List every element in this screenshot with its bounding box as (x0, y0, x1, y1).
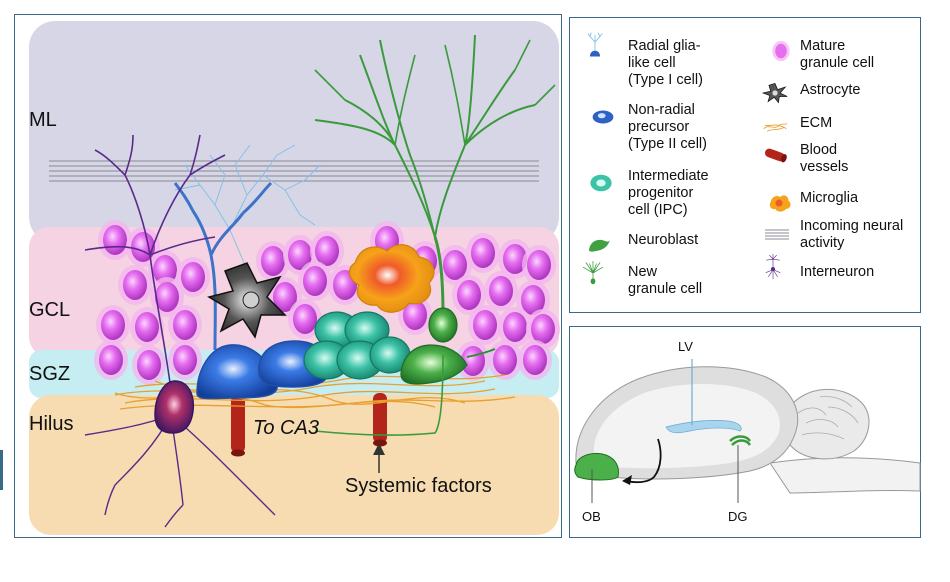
legend-new-granule-cell-label: New granule cell (628, 264, 703, 297)
legend-microglia-label: Microglia (800, 190, 859, 206)
legend-non-radial-precursor-label: Non-radial precursor (Type II cell) (628, 102, 707, 152)
intermediate-progenitor-cells (303, 311, 411, 380)
astrocyte-processes (174, 144, 321, 266)
mature-granule-cell (457, 280, 481, 310)
legend-interneuron: Interneuron (800, 264, 874, 281)
legend-mature-granule-cell-label: Mature granule cell (800, 38, 875, 71)
mature-granule-cell (288, 240, 312, 270)
astrocyte (207, 262, 287, 339)
ob-label: OB (582, 509, 601, 524)
legend-microglia: Microglia (800, 190, 858, 207)
legend-neuroblast: Neuroblast (628, 232, 698, 249)
mature-granule-cell (131, 232, 155, 262)
mature-granule-cell (315, 236, 339, 266)
blood-vessel-icon (764, 148, 787, 163)
legend-interneuron-label: Interneuron (800, 264, 875, 280)
mature-granule-cell (261, 246, 285, 276)
new-granule-cell-icon (582, 261, 604, 285)
legend-non-radial-precursor: Non-radial precursor (Type II cell) (628, 102, 707, 153)
mature-granule-cell-icon (772, 40, 790, 62)
dg-label: DG (728, 509, 748, 524)
mature-granule-cell (403, 300, 427, 330)
lv-label: LV (678, 339, 693, 354)
legend-astrocyte-label: Astrocyte (800, 82, 861, 98)
hilus-layer-label: Hilus (29, 413, 74, 435)
mature-granule-cell (181, 262, 205, 292)
neurogenic-niche-panel: ML GCL SGZ Hilus To CA3 Systemic factors (14, 14, 562, 538)
blood-vessels (231, 393, 387, 457)
niche-illustration (29, 21, 560, 535)
new-granule-cell (314, 34, 556, 436)
systemic-factors-label: Systemic factors (345, 475, 492, 497)
mature-granule-cell (493, 345, 517, 375)
mature-granule-cell (443, 250, 467, 280)
mature-granule-cell (523, 345, 547, 375)
sgz-layer-label: SGZ (29, 363, 71, 385)
mature-granule-cell (489, 276, 513, 306)
mature-granule-cell (173, 310, 197, 340)
legend-neural-activity: Incoming neural activity (800, 218, 903, 252)
mature-granule-cell (527, 250, 551, 280)
legend-neuroblast-label: Neuroblast (628, 232, 699, 248)
to-ca3-label: To CA3 (253, 417, 319, 439)
mature-granule-cell (273, 282, 297, 312)
interneuron-icon (765, 254, 781, 279)
legend-panel: Radial glia- like cell (Type I cell) Non… (569, 17, 921, 313)
mature-granule-cell (471, 238, 495, 268)
legend-radial-glia: Radial glia- like cell (Type I cell) (628, 38, 703, 89)
edge-marker (0, 450, 3, 490)
ml-layer (29, 21, 559, 243)
legend-ipc-label: Intermediate progenitor cell (IPC) (628, 168, 709, 218)
systemic-factors-arrow (373, 443, 385, 473)
mature-granule-cell (503, 244, 527, 274)
mature-granule-cell (503, 312, 527, 342)
mature-granule-cell (103, 225, 127, 255)
mature-granule-cell (155, 282, 179, 312)
neural-activity-icon (765, 229, 789, 240)
ecm-icon (763, 123, 788, 132)
mature-granule-cell (173, 345, 197, 375)
mature-granule-cell (303, 266, 327, 296)
legend-ecm: ECM (800, 115, 832, 132)
radial-glia-icon (587, 32, 603, 57)
legend-radial-glia-label: Radial glia- like cell (Type I cell) (628, 38, 703, 88)
mature-granule-cell (123, 270, 147, 300)
mature-granule-cell (135, 312, 159, 342)
non-radial-precursor-icon (592, 110, 614, 124)
legend-blood-vessels-label: Blood vessels (800, 142, 849, 175)
sagittal-brain-illustration (574, 359, 921, 503)
radial-glia-like-cell (173, 181, 278, 400)
astrocyte-icon (762, 83, 788, 104)
legend-ecm-label: ECM (800, 115, 833, 131)
mature-granule-cell (293, 304, 317, 334)
mature-granule-cell (99, 345, 123, 375)
legend-blood-vessels: Blood vessels (800, 142, 848, 176)
ipc-icon (590, 174, 612, 192)
microglia-icon (769, 195, 791, 212)
legend-astrocyte: Astrocyte (800, 82, 860, 99)
mature-granule-cell (473, 310, 497, 340)
gcl-layer-label: GCL (29, 299, 71, 321)
mature-granule-cell (153, 255, 177, 285)
interneuron (84, 134, 276, 528)
neuroblast-icon (589, 239, 610, 252)
hilus-layer (29, 395, 559, 535)
mature-granule-cell (101, 310, 125, 340)
incoming-neural-activity (49, 160, 539, 182)
legend-ipc: Intermediate progenitor cell (IPC) (628, 168, 709, 219)
microglia (348, 244, 435, 313)
mature-granule-cell (531, 314, 555, 344)
mature-granule-cell (137, 350, 161, 380)
legend-neural-activity-label: Incoming neural activity (800, 218, 904, 251)
ml-layer-label: ML (29, 109, 57, 131)
brain-sagittal-panel: LV OB DG (569, 326, 921, 538)
legend-new-granule-cell: New granule cell (628, 264, 702, 298)
mature-granule-cell (521, 285, 545, 315)
neuroblast (400, 344, 496, 385)
legend-mature-granule-cell: Mature granule cell (800, 38, 874, 72)
